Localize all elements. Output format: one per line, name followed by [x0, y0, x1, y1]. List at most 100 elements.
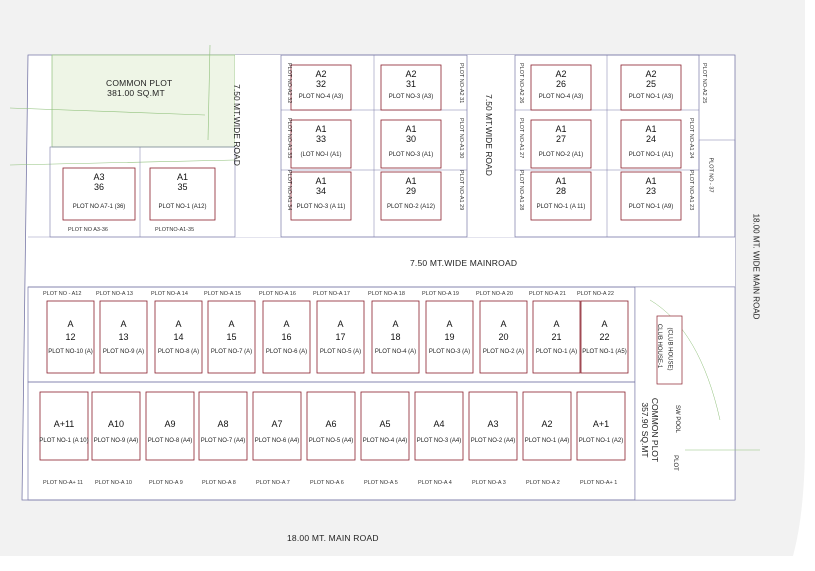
plot-box[interactable] — [316, 300, 365, 374]
south-edge — [0, 556, 815, 566]
plot-number: 34 — [316, 186, 326, 196]
plot-number: 15 — [226, 332, 236, 342]
plot-37-area — [698, 139, 736, 238]
plot-box[interactable] — [99, 300, 148, 374]
plot-box[interactable] — [371, 300, 420, 374]
plot-box[interactable] — [91, 391, 141, 461]
plot-code: A — [500, 319, 506, 329]
plot-box[interactable] — [145, 391, 195, 461]
left-vertical-road — [235, 55, 281, 237]
plot-box[interactable] — [522, 391, 572, 461]
plot-subtitle: PLOT NO-2 (A4) — [471, 438, 516, 444]
plot-code: A — [283, 319, 289, 329]
plot-subtitle: PLOT NO-3 (A) — [429, 349, 470, 355]
plot-subtitle: PLOT NO-9 (A) — [103, 349, 144, 355]
plot-number: 13 — [118, 332, 128, 342]
plot-code: A3 — [93, 172, 104, 182]
plot-box[interactable] — [576, 391, 626, 461]
plot-box[interactable] — [620, 119, 682, 169]
plot-foot-label: PLOT NO-A+ 11 — [43, 480, 83, 486]
plot-box[interactable] — [290, 64, 352, 111]
plot-side-label: PLOT NO-A2 26 — [518, 63, 524, 103]
plot-box[interactable] — [306, 391, 356, 461]
plot-code: A2 — [541, 419, 552, 429]
plot-subtitle: PLOT NO-2 (A12) — [387, 204, 435, 210]
plot-box[interactable] — [530, 171, 592, 221]
plot-number: 17 — [335, 332, 345, 342]
plot-code: A2 — [405, 69, 416, 79]
main-road-label: 7.50 MT.WIDE MAINROAD — [410, 258, 518, 268]
plot-side-label: PLOT NO A3-36 — [68, 227, 108, 233]
plot-box[interactable] — [262, 300, 311, 374]
plot-box[interactable] — [154, 300, 203, 374]
plot-side-label: PLOT NO-A1 23 — [688, 170, 694, 210]
plot-number: 24 — [646, 134, 656, 144]
plot-subtitle: PLOT NO-2 (A1) — [539, 152, 584, 158]
common-plot-top-label: COMMON PLOT 381.00 SQ.MT — [106, 78, 173, 98]
plot-code: A7 — [271, 419, 282, 429]
common-plot-top-area — [51, 54, 236, 148]
plot-box[interactable] — [46, 300, 95, 374]
plot-code: A1 — [315, 176, 326, 186]
plot-side-label: PLOT NO-A1 29 — [458, 170, 464, 210]
plot-subtitle: (LOT NO-I (A1) — [301, 152, 342, 158]
plot-side-label: PLOT NO-A2 25 — [701, 63, 707, 103]
plot-box[interactable] — [39, 391, 89, 461]
plot-number: 16 — [281, 332, 291, 342]
plot-box[interactable] — [380, 171, 442, 221]
plot-box[interactable] — [468, 391, 518, 461]
plot-side-label: PLOT NO-A1 33 — [286, 118, 292, 158]
plot-foot-label: PLOT NO-A 5 — [364, 480, 398, 486]
plot-code: A — [175, 319, 181, 329]
plot-subtitle: PLOT NO-4 (A4) — [363, 438, 408, 444]
plot-box[interactable] — [290, 119, 352, 169]
plot-subtitle: PLOT NO-3 (A3) — [389, 94, 434, 100]
plot-box[interactable] — [479, 300, 528, 374]
plot-box[interactable] — [530, 64, 592, 111]
plot-code: A1 — [645, 124, 656, 134]
plot-box[interactable] — [620, 64, 682, 111]
plot-subtitle: PLOT NO-1 (A9) — [629, 204, 674, 210]
plot-box[interactable] — [380, 64, 442, 111]
plot-box[interactable] — [380, 119, 442, 169]
common-plot-top-title: COMMON PLOT — [106, 78, 173, 88]
plot-box[interactable] — [414, 391, 464, 461]
plot-box[interactable] — [207, 300, 256, 374]
plot-head-label: PLOT NO-A 17 — [313, 291, 350, 297]
plot-number: 28 — [556, 186, 566, 196]
plot-code: A9 — [164, 419, 175, 429]
plot-code: A — [446, 319, 452, 329]
plot-subtitle: PLOT NO-4 (A) — [375, 349, 416, 355]
plot-foot-label: PLOT NO-A 4 — [418, 480, 452, 486]
plot-foot-label: PLOT NO-A 3 — [472, 480, 506, 486]
plot-code: A — [553, 319, 559, 329]
plot-code: A1 — [555, 176, 566, 186]
plot-number: 26 — [556, 79, 566, 89]
plot-box[interactable] — [360, 391, 410, 461]
plot-side-label: PLOT NO-A1 28 — [518, 170, 524, 210]
plot-box[interactable] — [62, 167, 136, 221]
plot-side-label: PLOT NO-A2 31 — [458, 63, 464, 103]
plot-box[interactable] — [149, 167, 216, 221]
plot-code: A2 — [555, 69, 566, 79]
plot-box[interactable] — [530, 119, 592, 169]
plot-box[interactable] — [532, 300, 581, 374]
plot-box[interactable] — [425, 300, 474, 374]
plot-subtitle: PLOT NO-5 (A4) — [309, 438, 354, 444]
plot-code: A+1 — [593, 419, 609, 429]
plot-subtitle: PLOT NO-3 (A 11) — [297, 204, 346, 210]
east-edge — [790, 0, 815, 566]
plot-box[interactable] — [252, 391, 302, 461]
plot-subtitle: PLOT NO-1 (A3) — [629, 94, 674, 100]
plot-box[interactable] — [580, 300, 629, 374]
plot-box[interactable] — [198, 391, 248, 461]
plot-head-label: PLOT NO-A 20 — [476, 291, 513, 297]
plot-code: A1 — [405, 124, 416, 134]
plot-code: A — [120, 319, 126, 329]
plot-side-label: PLOT NO-A1 27 — [518, 118, 524, 158]
plot-box[interactable] — [620, 171, 682, 221]
plot-head-label: PLOT NO-A 22 — [577, 291, 614, 297]
plot-box[interactable] — [290, 171, 352, 221]
plot-code: A — [392, 319, 398, 329]
